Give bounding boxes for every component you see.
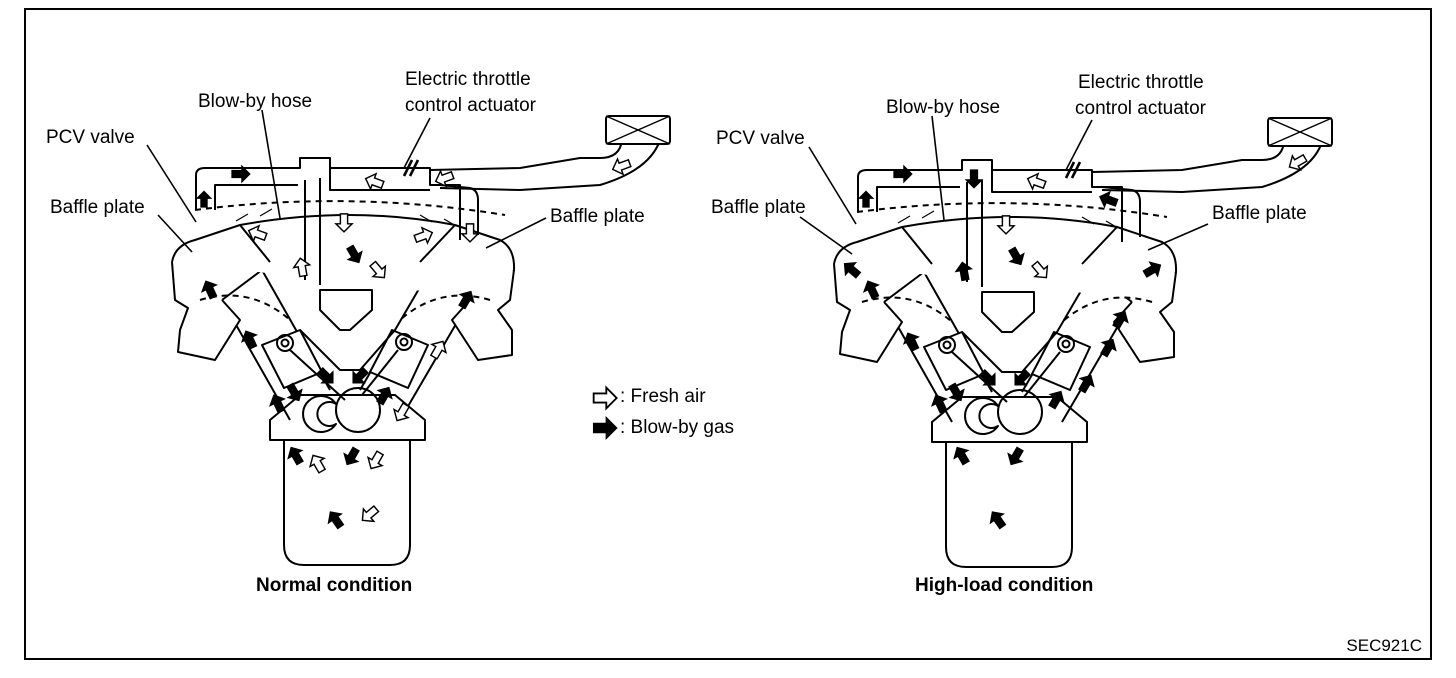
left-throttle-label-line1: Electric throttle xyxy=(405,69,531,90)
right-right-baffle-plate-label: Baffle plate xyxy=(1212,203,1307,224)
left-pcv-valve-label: PCV valve xyxy=(46,127,135,148)
legend-fresh-air: : Fresh air xyxy=(620,386,706,407)
blowby-gas-arrow-icon xyxy=(592,416,618,440)
right-throttle-label-line1: Electric throttle xyxy=(1078,72,1204,93)
right-caption: High-load condition xyxy=(915,575,1094,596)
fresh-air-arrow-icon xyxy=(592,386,618,410)
left-blowby-hose-label: Blow-by hose xyxy=(198,91,313,112)
left-caption: Normal condition xyxy=(256,575,413,596)
left-throttle-label-line2: control actuator xyxy=(405,95,536,116)
left-right-baffle-plate-label: Baffle plate xyxy=(550,206,645,227)
figure-frame xyxy=(24,8,1432,660)
left-baffle-plate-label: Baffle plate xyxy=(50,197,145,218)
right-baffle-plate-label: Baffle plate xyxy=(711,197,806,218)
right-throttle-label-line2: control actuator xyxy=(1075,98,1206,119)
right-blowby-hose-label: Blow-by hose xyxy=(886,97,1001,118)
figure-code: SEC921C xyxy=(1346,636,1422,655)
left-engine-drawing xyxy=(146,109,672,567)
legend-blowby-gas: : Blow-by gas xyxy=(620,417,735,438)
right-engine-drawing xyxy=(799,115,1334,569)
right-pcv-valve-label: PCV valve xyxy=(716,128,805,149)
